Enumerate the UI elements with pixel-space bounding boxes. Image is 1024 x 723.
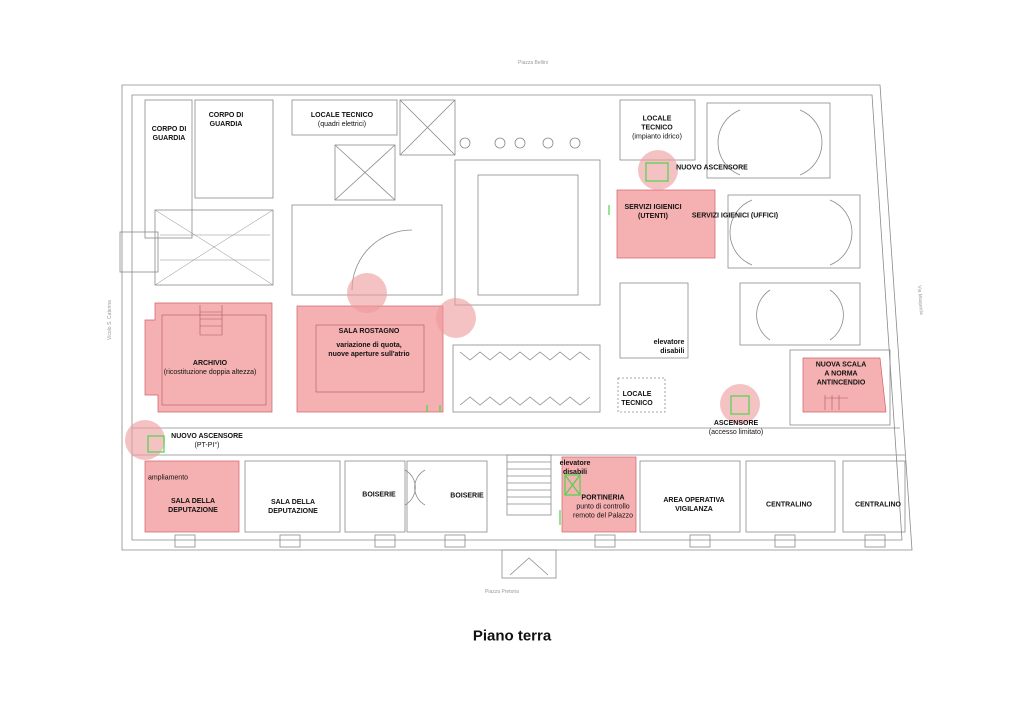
intervention-marker: [638, 150, 678, 190]
staircase: [506, 454, 552, 516]
label-locale-tecnico-1: LOCALE TECNICO (quadri elettrici): [311, 111, 373, 129]
label-sala-rostagno: SALA ROSTAGNO variazione di quota, nuove …: [328, 327, 409, 359]
room: [144, 99, 193, 239]
courtyard: [454, 159, 601, 306]
label-centralino-1: CENTRALINO: [766, 501, 812, 509]
room-name: ASCENSORE: [713, 420, 759, 427]
label-nuovo-ascensore-pt: NUOVO ASCENSORE (PT-PI°): [171, 432, 243, 450]
elevator-disabled: [564, 474, 581, 496]
street-label-top: Piazza Bellini: [518, 60, 548, 66]
room-note: (accesso limitato): [708, 429, 764, 436]
room-note: (quadri elettrici): [317, 121, 367, 128]
label-elevatore-disabili-2: elevatore disabili: [559, 460, 591, 476]
room: [727, 194, 861, 269]
room-name: LOCALE TECNICO: [641, 115, 673, 132]
elevator-new-pt: [147, 435, 165, 453]
room-note: punto di controllo remoto del Palazzo: [573, 503, 633, 520]
zone-sala-deputazione: [144, 460, 240, 533]
label-nuovo-ascensore: NUOVO ASCENSORE: [676, 164, 748, 172]
room-note: (impianto idrico): [632, 133, 682, 141]
room: [619, 282, 689, 359]
elevator-limited: [730, 395, 750, 415]
label-corpo-guardia-2: CORPO DI GUARDIA: [208, 112, 244, 128]
room: [639, 460, 741, 533]
room: [291, 99, 398, 136]
staircase: [154, 209, 274, 286]
label-ampliamento: ampliamento: [147, 474, 189, 482]
room: [244, 460, 341, 533]
label-corpo-guardia-1: CORPO DI GUARDIA: [151, 126, 187, 142]
label-nuova-scala: NUOVA SCALA A NORMA ANTINCENDIO: [815, 361, 867, 387]
zone-servizi-igienici: [616, 189, 716, 259]
zone-nuova-scala: [802, 357, 887, 413]
label-servizi-utenti: SERVIZI IGIENICI (UTENTI): [624, 204, 682, 220]
room-note: (ricostituzione doppia altezza): [163, 369, 257, 376]
street-label-bottom: Piazza Pretoria: [485, 589, 519, 595]
intervention-marker: [347, 273, 387, 313]
room-name: LOCALE TECNICO: [310, 112, 374, 119]
label-sala-deputazione-2: SALA DELLA DEPUTAZIONE: [268, 499, 318, 515]
room-name: NUOVO ASCENSORE: [171, 433, 243, 440]
label-centralino-2: CENTRALINO: [855, 501, 901, 509]
room-name: ARCHIVIO: [192, 360, 228, 367]
label-boiserie-1: BOISERIE: [362, 491, 396, 499]
label-locale-tecnico-2: LOCALE TECNICO(impianto idrico): [632, 115, 682, 142]
room-note: (PT-PI°): [194, 442, 220, 449]
room-name: PORTINERIA: [581, 494, 625, 502]
building-outline: [121, 84, 913, 551]
label-locale-tecnico-3: LOCALE TECNICO: [621, 391, 653, 407]
label-sala-deputazione-1: SALA DELLA DEPUTAZIONE: [168, 498, 218, 514]
room: [344, 460, 406, 533]
room-name: SALA ROSTAGNO: [338, 328, 400, 335]
intervention-marker: [436, 298, 476, 338]
room: [406, 460, 488, 533]
zone-archivio: [144, 302, 273, 413]
plan-title: Piano terra: [472, 627, 552, 645]
room-note: variazione di quota, nuove aperture sull…: [328, 342, 410, 358]
label-archivio: ARCHIVIO (ricostituzione doppia altezza): [164, 359, 257, 377]
room: [706, 102, 831, 179]
elevator-new: [645, 162, 669, 182]
street-label-left: Vicolo S. Caterina: [107, 300, 113, 340]
room: [842, 460, 906, 533]
intervention-marker: [125, 420, 165, 460]
room: [194, 99, 274, 199]
intervention-marker: [720, 384, 760, 424]
room: [617, 377, 666, 413]
label-elevatore-disabili: elevatore disabili: [653, 339, 685, 355]
room: [745, 460, 836, 533]
label-boiserie-2: BOISERIE: [450, 492, 484, 500]
atrium: [452, 344, 601, 413]
zone-sala-rostagno: [296, 305, 444, 413]
label-ascensore: ASCENSORE (accesso limitato): [709, 419, 763, 437]
room: [739, 282, 861, 346]
label-area-operativa: AREA OPERATIVA VIGILANZA: [663, 497, 725, 513]
label-servizi-uffici: SERVIZI IGIENICI (UFFICI): [691, 212, 779, 220]
